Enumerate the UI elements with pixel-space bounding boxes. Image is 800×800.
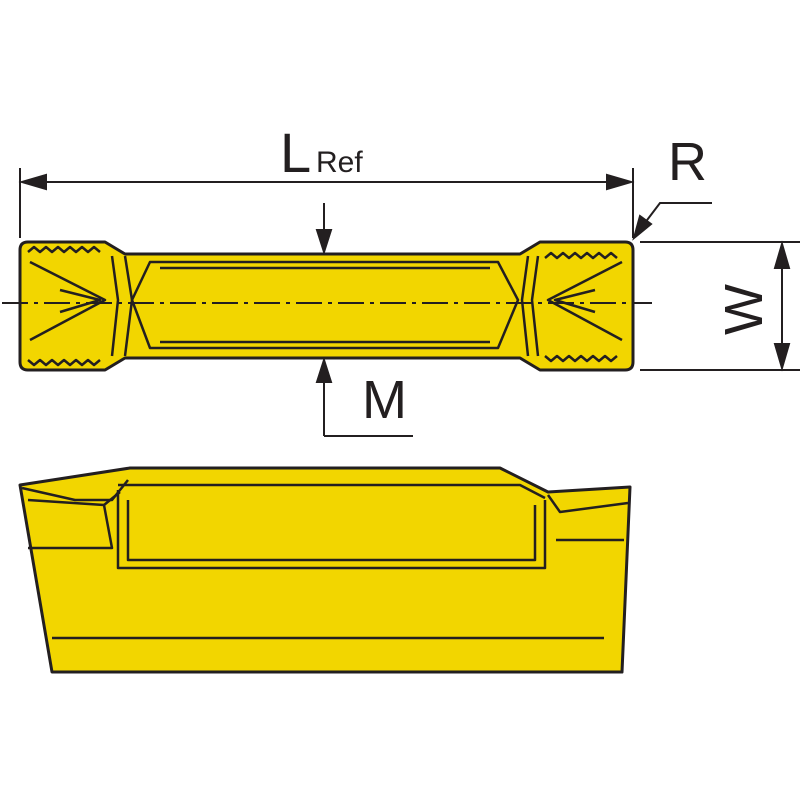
right-top-serration — [544, 251, 618, 260]
length-label: L — [280, 121, 311, 184]
width-label: W — [714, 284, 774, 335]
side-left-notch — [103, 491, 121, 506]
left-v-groove — [29, 260, 107, 342]
left-v-groove-inner — [59, 288, 102, 314]
m-bottom-arrow-icon — [315, 356, 333, 383]
margin-label: M — [362, 370, 407, 430]
m-top-arrow-icon — [315, 229, 333, 256]
side-right-facet — [546, 494, 629, 514]
dimension-lines — [18, 168, 800, 437]
l-arrow-left-icon — [18, 173, 47, 191]
side-top-pocket — [118, 483, 546, 500]
side-channel-inner — [126, 500, 537, 562]
right-v-groove — [546, 260, 623, 342]
insert-side-view — [18, 466, 632, 674]
side-channel-outline — [116, 490, 547, 570]
length-ref-subscript: Ref — [316, 146, 363, 179]
r-leader-line — [637, 202, 712, 233]
insert-top-body — [18, 240, 635, 372]
right-v-groove-inner — [553, 288, 596, 314]
left-bottom-serration — [27, 358, 101, 367]
center-channel-outline — [130, 260, 520, 350]
insert-side-details — [21, 479, 629, 640]
left-top-serration — [27, 245, 101, 254]
insert-top-details — [27, 245, 623, 367]
l-arrow-right-icon — [606, 173, 635, 191]
radius-label: R — [668, 132, 707, 192]
insert-top-view — [18, 240, 635, 372]
center-channel-inner — [160, 266, 490, 344]
w-arrow-bottom-icon — [773, 343, 791, 372]
insert-side-body — [18, 466, 632, 674]
right-bottom-serration — [544, 354, 618, 363]
right-end-inner — [530, 255, 540, 357]
right-end-boundary — [520, 255, 530, 357]
side-left-facet — [21, 479, 129, 502]
r-arrow-icon — [632, 214, 653, 241]
side-left-facet-lower — [27, 498, 114, 550]
w-arrow-top-icon — [773, 240, 791, 269]
left-end-boundary — [110, 255, 120, 357]
